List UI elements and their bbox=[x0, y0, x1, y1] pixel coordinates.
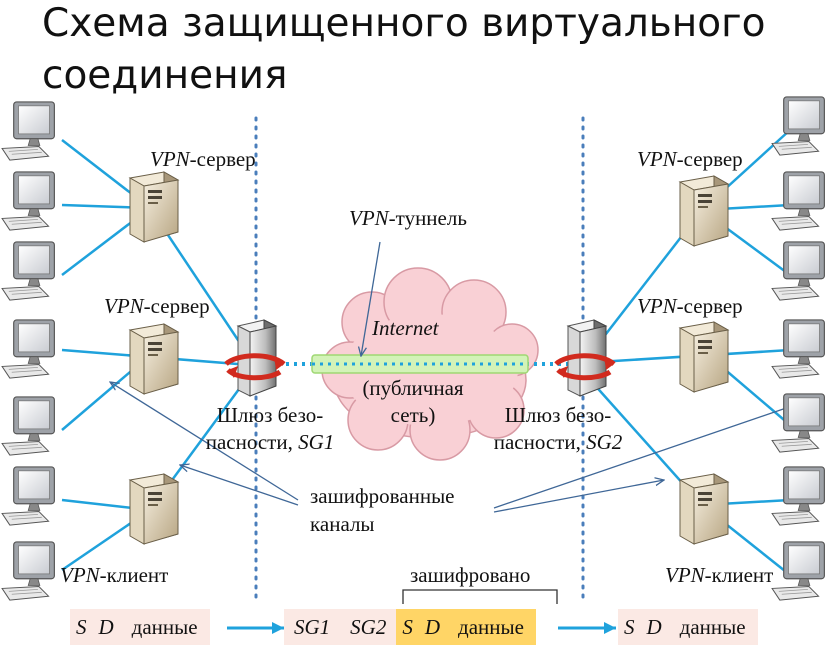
gateway-sg2-label: Шлюз безо- пасности, SG2 bbox=[493, 403, 623, 454]
client-label: VPN-клиент bbox=[665, 563, 774, 587]
packet-destination: D bbox=[92, 609, 120, 645]
page-title: Схема защищенного виртуального соединени… bbox=[42, 1, 766, 98]
encrypted-bracket bbox=[402, 589, 558, 604]
pc-icon bbox=[771, 541, 825, 601]
encrypted-label: зашифровано bbox=[410, 563, 531, 587]
encrypted-channels-label: зашифрованные каналы bbox=[310, 484, 455, 536]
tunnel-label: VPN-туннель bbox=[349, 206, 467, 230]
pc-icon bbox=[1, 171, 55, 231]
packet-destination: D bbox=[418, 609, 447, 645]
pc-icon bbox=[771, 241, 825, 301]
pc-icon bbox=[771, 319, 825, 379]
packet-sg1: SG1 bbox=[284, 609, 341, 645]
packet-left: S D данные bbox=[70, 609, 210, 645]
packet-source: S bbox=[618, 609, 641, 645]
gateway-sg2-icon bbox=[556, 320, 614, 396]
packet-source: S bbox=[70, 609, 93, 645]
pc-icon bbox=[1, 466, 55, 526]
public-network-label: (публичная сеть) bbox=[362, 376, 464, 427]
server-icon bbox=[129, 171, 179, 243]
server-icon bbox=[129, 473, 179, 545]
pc-icon bbox=[771, 393, 825, 453]
pc-icon bbox=[1, 319, 55, 379]
client-label: VPN-клиент bbox=[60, 563, 169, 587]
server-label: VPN-сервер bbox=[637, 147, 743, 171]
server-label: VPN-сервер bbox=[637, 294, 743, 318]
packet-middle: SG1 SG2 S D данные bbox=[284, 609, 536, 645]
packet-source: S bbox=[396, 609, 419, 645]
gateway-sg1-label: Шлюз безо- пасности, SG1 bbox=[205, 403, 335, 454]
packet-destination: D bbox=[640, 609, 668, 645]
packet-payload: данные bbox=[119, 609, 210, 645]
packet-payload: данные bbox=[667, 609, 758, 645]
server-label: VPN-сервер bbox=[104, 294, 210, 318]
packet-sg2: SG2 bbox=[340, 609, 397, 645]
packet-payload: данные bbox=[446, 609, 536, 645]
pc-icon bbox=[771, 466, 825, 526]
server-icon bbox=[679, 321, 729, 393]
server-icon bbox=[679, 175, 729, 247]
server-icon bbox=[129, 323, 179, 395]
server-icon bbox=[679, 473, 729, 545]
pc-icon bbox=[1, 101, 55, 161]
packet-right: S D данные bbox=[618, 609, 758, 645]
internet-label: Internet bbox=[372, 316, 439, 340]
server-label: VPN-сервер bbox=[150, 147, 256, 171]
annotation-arrows bbox=[110, 241, 795, 513]
pc-icon bbox=[771, 96, 825, 156]
pc-icon bbox=[1, 241, 55, 301]
pc-icon bbox=[1, 396, 55, 456]
pc-icon bbox=[1, 541, 55, 601]
pc-icon bbox=[771, 171, 825, 231]
gateway-sg1-icon bbox=[226, 320, 284, 396]
